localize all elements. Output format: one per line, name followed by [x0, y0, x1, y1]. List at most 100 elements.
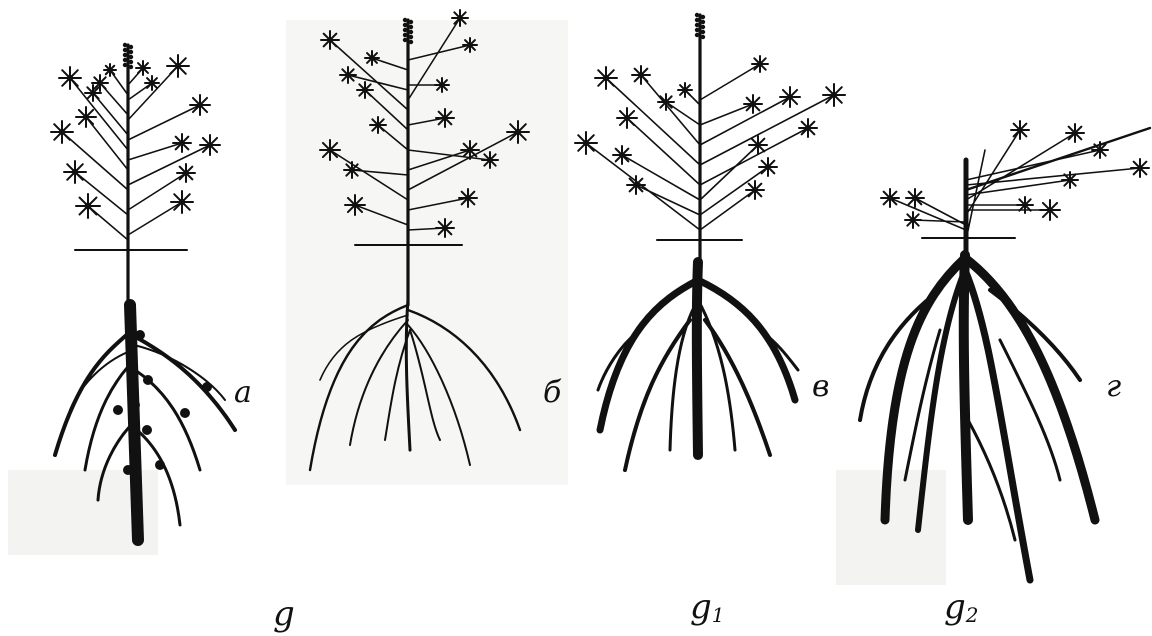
terminal-bud	[403, 18, 407, 22]
flower-star	[320, 140, 340, 160]
flower-star-center	[327, 37, 332, 42]
flower-star	[1066, 124, 1084, 142]
flower-star	[370, 117, 386, 133]
flower-star	[595, 67, 617, 89]
flower-star-center	[91, 91, 95, 95]
side-branch	[641, 75, 700, 145]
tap-root	[697, 262, 698, 455]
flower-star	[136, 61, 150, 75]
root-nodule	[155, 460, 165, 470]
flower-star	[167, 55, 189, 77]
terminal-bud	[409, 40, 413, 44]
root-nodule	[142, 425, 152, 435]
root	[698, 280, 795, 400]
terminal-bud	[129, 65, 133, 69]
side-branch	[408, 45, 470, 60]
flower-star	[452, 10, 468, 26]
flower-star-center	[72, 169, 78, 175]
flower-star-center	[758, 62, 762, 66]
side-branch	[666, 102, 700, 125]
flower-star-center	[98, 81, 102, 85]
root-nodule	[180, 408, 190, 418]
flower-star-center	[1023, 203, 1027, 207]
flower-star	[59, 67, 81, 89]
side-branch	[128, 143, 182, 160]
flower-star-center	[787, 94, 793, 100]
terminal-bud	[403, 23, 407, 27]
side-branch	[966, 150, 1100, 180]
flower-star	[92, 75, 108, 91]
flower-star-center	[197, 102, 203, 108]
flower-star-center	[1137, 165, 1142, 170]
terminal-bud	[403, 38, 407, 42]
tap-root	[964, 255, 968, 520]
flower-star-center	[175, 63, 181, 69]
side-branch	[700, 64, 760, 100]
flower-star	[823, 84, 845, 106]
flower-star	[575, 132, 597, 154]
flower-star-center	[664, 100, 668, 104]
terminal-bud	[403, 28, 407, 32]
flower-star-center	[458, 16, 462, 20]
bottom-label-g1-text: g	[690, 587, 712, 627]
flower-star-center	[150, 81, 154, 85]
flower-star	[190, 95, 210, 115]
side-branch	[700, 145, 758, 200]
flower-star-center	[633, 182, 638, 187]
flower-star-center	[638, 72, 643, 77]
bottom-label-g: g	[273, 597, 295, 631]
flower-star-center	[85, 203, 92, 210]
flower-star	[906, 189, 924, 207]
terminal-bud	[695, 18, 699, 22]
flower-star-center	[207, 142, 213, 148]
terminal-bud	[123, 58, 127, 62]
flower-star-center	[887, 195, 892, 200]
flower-star-center	[467, 147, 472, 152]
flower-star-center	[488, 158, 492, 162]
flower-star-center	[108, 68, 111, 71]
flower-star	[678, 83, 692, 97]
flower-star	[780, 87, 800, 107]
flower-star-center	[179, 140, 184, 145]
flower-star-center	[583, 140, 589, 146]
flower-star-center	[912, 195, 917, 200]
flower-star	[482, 152, 498, 168]
terminal-bud	[695, 33, 699, 37]
flower-star-center	[603, 75, 609, 81]
root	[410, 330, 440, 440]
flower-star	[658, 94, 674, 110]
flower-star-center	[442, 115, 447, 120]
terminal-bud	[701, 35, 705, 39]
root-nodule	[143, 375, 153, 385]
terminal-bud	[701, 30, 705, 34]
flower-star-center	[683, 88, 687, 92]
side-branch	[330, 150, 408, 200]
plant-b	[310, 10, 529, 470]
root	[698, 300, 735, 450]
root-nodule	[123, 465, 133, 475]
plant-a	[51, 43, 235, 540]
flower-star	[1017, 197, 1033, 213]
terminal-bud	[129, 50, 133, 54]
panel-label-g: г	[1106, 372, 1121, 402]
side-branch	[408, 132, 518, 190]
root	[965, 258, 1095, 520]
bottom-label-g2-sub: 2	[966, 603, 979, 627]
side-branch	[700, 95, 834, 165]
terminal-bud	[123, 53, 127, 57]
flower-star-center	[183, 170, 188, 175]
flower-star	[76, 107, 96, 127]
bottom-label-g2-text: g	[944, 587, 966, 627]
flower-star	[365, 51, 379, 65]
flower-star-center	[515, 129, 521, 135]
root-nodule	[130, 400, 140, 410]
side-branch	[408, 150, 490, 160]
terminal-bud	[701, 15, 705, 19]
flower-star-center	[370, 56, 374, 60]
flower-star	[744, 95, 762, 113]
flower-star-center	[805, 125, 810, 130]
terminal-bud	[409, 20, 413, 24]
flower-star	[617, 108, 637, 128]
flower-star-center	[141, 66, 145, 70]
flower-star	[76, 194, 100, 218]
